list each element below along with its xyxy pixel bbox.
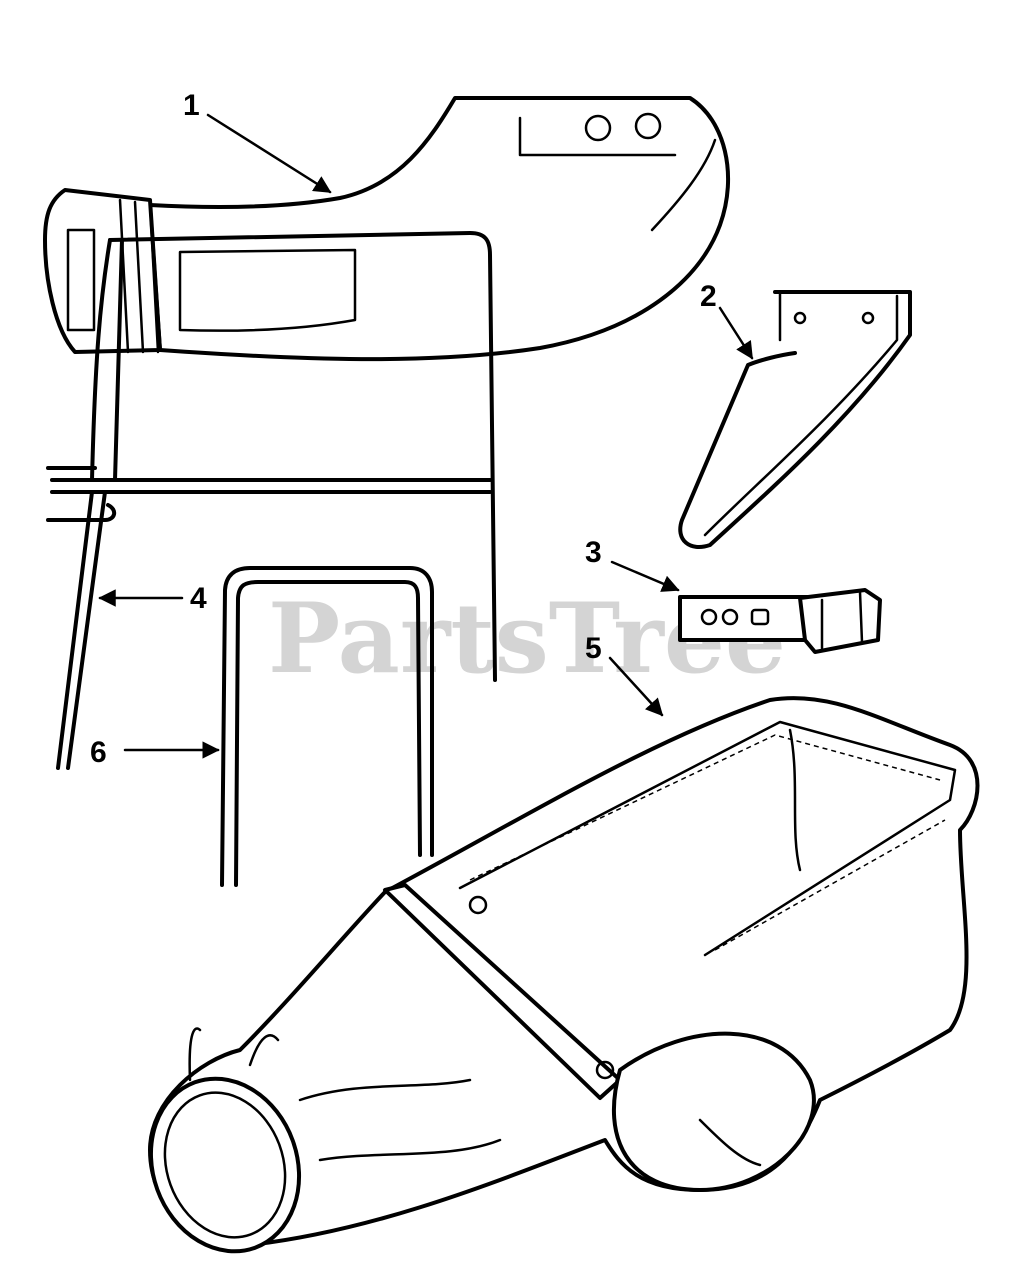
callout-label-1: 1 [183,89,200,122]
callout-arrow-3 [610,560,680,592]
callout-arrow-5 [608,656,664,717]
callout-label-2: 2 [700,280,717,313]
grass-bag-icon [148,696,980,1254]
discharge-chute-icon [43,96,731,362]
callout-label-4: 4 [190,582,207,615]
u-frame-rod-icon [220,566,434,887]
callout-arrow-1 [206,113,332,194]
callout-arrow-2 [718,306,754,360]
bag-support-frame-icon [46,231,497,770]
callout-label-5: 5 [585,632,602,665]
callout-label-3: 3 [585,536,602,569]
callout-arrows [98,113,754,759]
wire-bracket-icon [678,290,912,549]
callout-label-6: 6 [90,736,107,769]
latch-plate-icon [678,588,882,654]
